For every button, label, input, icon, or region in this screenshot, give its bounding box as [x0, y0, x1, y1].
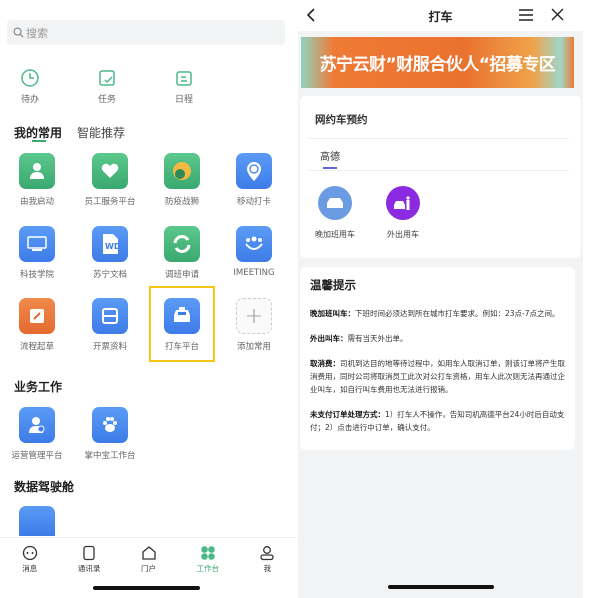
menu-icon[interactable]	[519, 9, 533, 21]
document-icon: WD	[92, 226, 128, 262]
nav-messages[interactable]: 消息	[0, 538, 59, 582]
quick-schedule[interactable]: 日程	[154, 68, 214, 105]
edit-icon	[19, 298, 55, 334]
booking-card: 网约车预约 高德 晚加班用车 外出用车	[300, 96, 581, 258]
heart-handshake-icon	[92, 153, 128, 189]
cockpit-app-icon[interactable]	[19, 506, 55, 536]
app-invoice-info[interactable]: 开票资料	[74, 298, 146, 352]
promo-banner[interactable]: 苏宁云财”财服合伙人“招募专区	[301, 37, 574, 88]
nav-workbench[interactable]: 工作台	[178, 538, 237, 582]
tab-gaode[interactable]: 高德	[320, 152, 340, 163]
booking-title: 网约车预约	[315, 114, 368, 126]
tip-cancel-fee: 取消费：司机到达目的地等待过程中，如用车人取消订单，则该订单将产生取消费用，同时…	[310, 359, 565, 394]
workbench-screen: 搜索 待办 任务 日程 我的常用 智能推荐 由我启动 员工服务平台 防疫战狮 移…	[0, 0, 297, 598]
highlight-box	[149, 286, 215, 362]
app-shift-request[interactable]: 调班申请	[146, 226, 218, 280]
paw-icon	[92, 407, 128, 443]
plus-icon: +	[236, 298, 272, 334]
bottom-nav: 消息 通讯录 门户 工作台 我	[0, 537, 297, 582]
tab-my-common[interactable]: 我的常用	[14, 126, 63, 140]
app-employee-service[interactable]: 员工服务平台	[74, 153, 146, 207]
section-business: 业务工作	[14, 380, 63, 394]
refresh-icon	[164, 226, 200, 262]
lion-mascot-icon	[164, 153, 200, 189]
car-icon	[318, 186, 352, 220]
chat-icon	[22, 545, 37, 561]
quick-task[interactable]: 任务	[77, 68, 137, 105]
nav-contacts[interactable]: 通讯录	[59, 538, 118, 582]
app-taxi-platform[interactable]: 打车平台	[146, 298, 218, 352]
option-outing-car[interactable]: 外出用车	[378, 186, 428, 240]
contacts-icon	[83, 545, 95, 561]
classroom-icon	[19, 226, 55, 262]
location-clock-icon	[236, 153, 272, 189]
nav-portal[interactable]: 门户	[119, 538, 178, 582]
clock-icon	[21, 69, 39, 87]
meeting-icon	[236, 226, 272, 262]
app-epidemic[interactable]: 防疫战狮	[146, 153, 218, 207]
divider	[307, 138, 569, 139]
app-process-draft[interactable]: 流程起草	[1, 298, 73, 352]
app-mobile-checkin[interactable]: 移动打卡	[218, 153, 290, 207]
svg-text:WD: WD	[105, 242, 119, 251]
invoice-icon	[92, 298, 128, 334]
home-indicator	[93, 586, 200, 590]
tip-outing: 外出叫车：需有当天外出单。	[310, 334, 408, 343]
tab-underline	[323, 167, 337, 169]
search-input[interactable]: 搜索	[7, 20, 285, 45]
home-icon	[141, 546, 156, 560]
car-person-icon	[386, 186, 420, 220]
option-overtime-car[interactable]: 晚加班用车	[310, 186, 360, 240]
calendar-icon	[176, 71, 192, 86]
tab-underline	[32, 140, 46, 142]
divider	[307, 170, 569, 171]
taxi-icon	[164, 298, 200, 334]
back-icon[interactable]	[306, 8, 316, 22]
person-icon	[19, 153, 55, 189]
add-common-button[interactable]: +添加常用	[218, 298, 290, 352]
search-icon	[13, 27, 24, 38]
header: 打车	[298, 0, 583, 31]
quick-todo[interactable]: 待办	[0, 68, 60, 105]
app-self-start[interactable]: 由我启动	[1, 153, 73, 207]
page-title: 打车	[428, 10, 453, 24]
tab-smart-recommend[interactable]: 智能推荐	[77, 126, 126, 140]
home-indicator	[388, 585, 494, 589]
task-icon	[99, 70, 115, 86]
nav-me[interactable]: 我	[238, 538, 297, 582]
app-palm-treasure[interactable]: 掌中宝工作台	[74, 407, 146, 461]
tips-title: 温馨提示	[310, 278, 356, 292]
taxi-screen: 打车 苏宁云财”财服合伙人“招募专区 网约车预约 高德 晚加班用车 外出用车 温…	[298, 0, 583, 598]
tip-unpaid: 未支付订单处理方式：1）打车人不操作，告知司机高德平台24小时后自动支付；2）点…	[310, 410, 565, 432]
user-search-icon	[19, 407, 55, 443]
grid-icon	[201, 546, 215, 560]
user-icon	[260, 546, 274, 561]
app-operations[interactable]: 运营管理平台	[1, 407, 73, 461]
close-icon[interactable]	[551, 8, 564, 21]
app-imeeting[interactable]: IMEETING	[218, 226, 290, 278]
section-cockpit: 数据驾驶舱	[14, 480, 75, 494]
app-tech-academy[interactable]: 科技学院	[1, 226, 73, 280]
tips-card: 温馨提示 晚加班叫车：下班时间必须达到所在城市打车要求。例如：23点-7点之间。…	[300, 267, 575, 450]
tip-overtime: 晚加班叫车：下班时间必须达到所在城市打车要求。例如：23点-7点之间。	[310, 309, 560, 318]
